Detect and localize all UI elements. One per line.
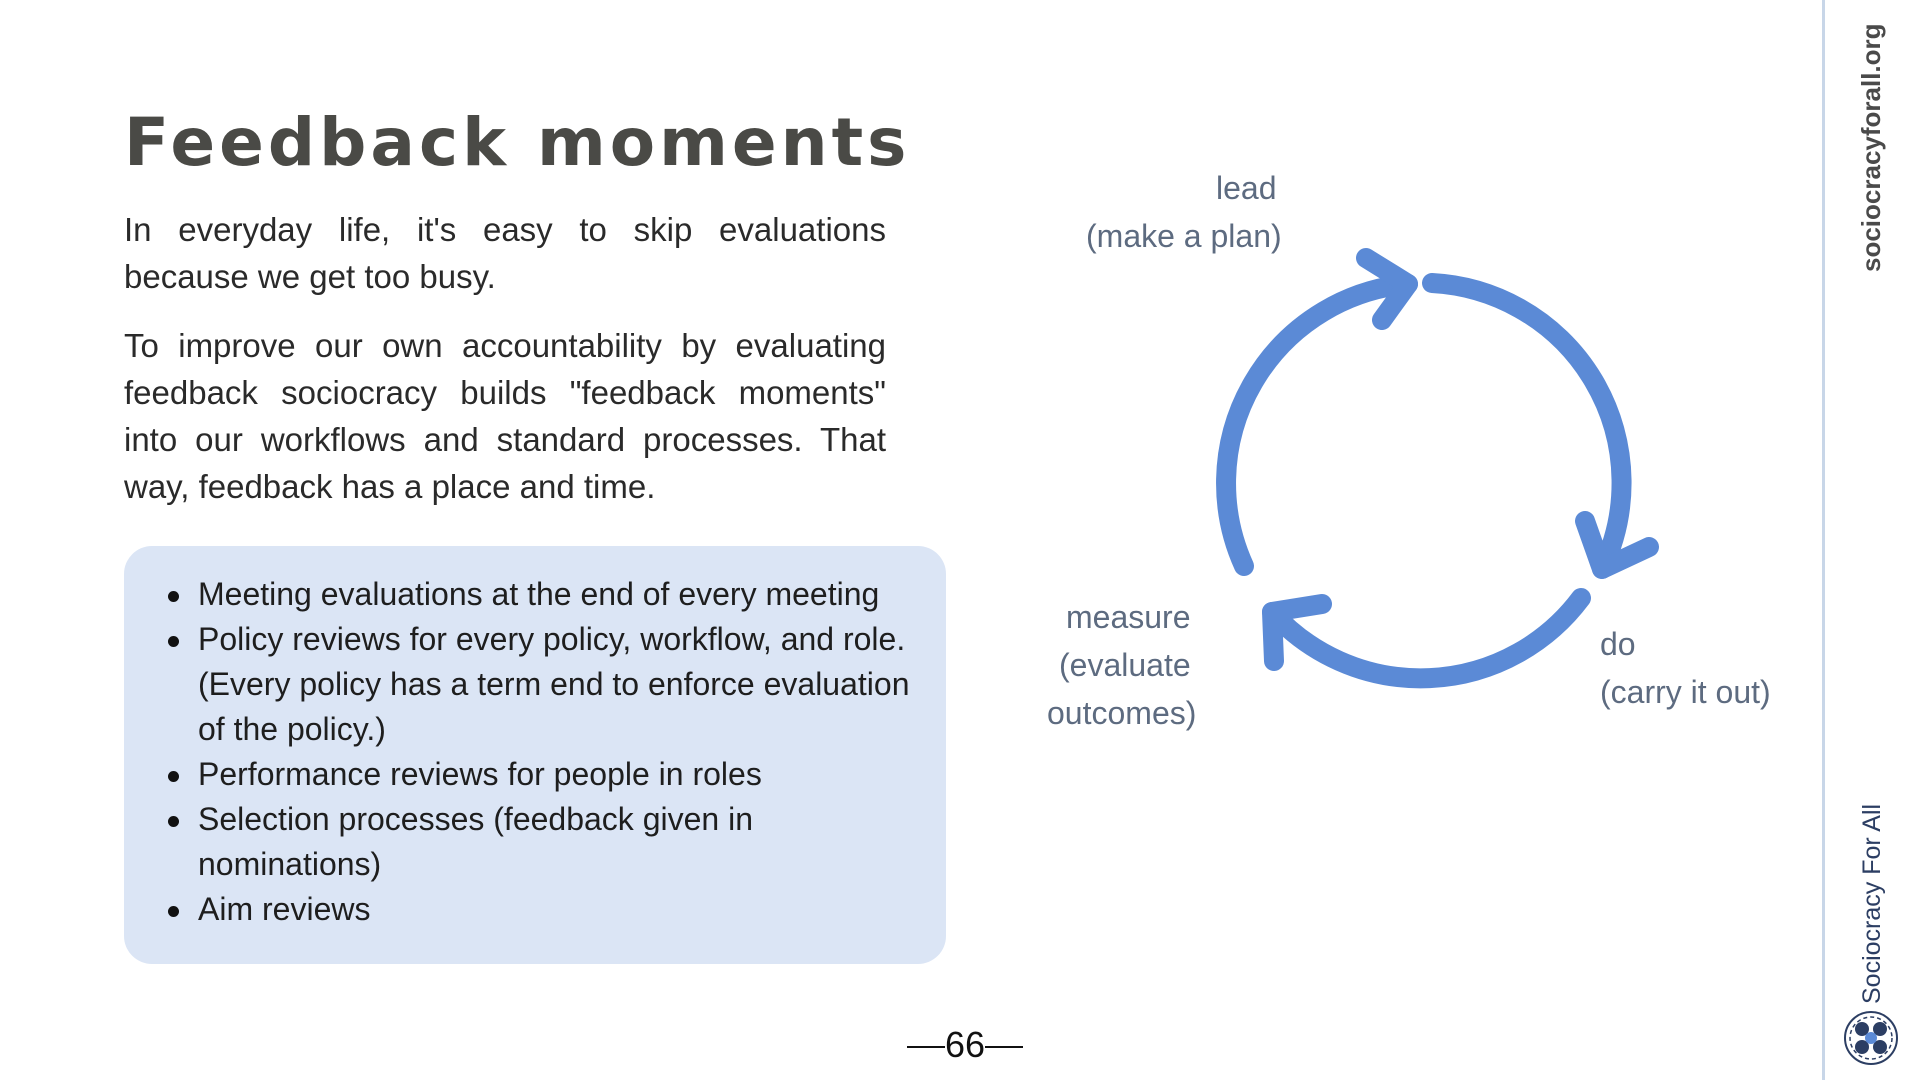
- cycle-diagram: [1216, 248, 1659, 689]
- intro-paragraph: In everyday life, it's easy to skip eval…: [124, 211, 886, 295]
- sidebar-divider: [1822, 0, 1825, 1080]
- page-number-value: 66: [944, 1024, 986, 1065]
- cycle-label-do: do: [1600, 626, 1636, 662]
- sociocracy-logo-icon: [1844, 1011, 1898, 1065]
- cycle-arrow-lead-to-do: [1422, 273, 1632, 579]
- list-item: Selection processes (feedback given in n…: [168, 797, 926, 887]
- arrowhead-measure-icon: [1262, 594, 1332, 671]
- page-title: Feedback moments: [124, 104, 911, 181]
- cycle-label-do-desc: (carry it out): [1600, 674, 1771, 710]
- sidebar-brand-name: Sociocracy For All: [1858, 803, 1886, 1004]
- list-item: Policy reviews for every policy, workflo…: [168, 617, 926, 752]
- list-item: Performance reviews for people in roles: [168, 752, 926, 797]
- arrowhead-lead-icon: [1356, 248, 1418, 330]
- feedback-moments-box: Meeting evaluations at the end of every …: [124, 546, 946, 964]
- arrowhead-do-icon: [1575, 511, 1659, 579]
- sidebar-website-url: sociocracyforall.org: [1856, 23, 1886, 272]
- cycle-arrow-measure-to-lead: [1216, 274, 1418, 576]
- page-number: 66: [900, 1024, 1030, 1066]
- cycle-label-lead: lead: [1216, 170, 1277, 206]
- accountability-paragraph: To improve our own accountability by eva…: [124, 327, 886, 505]
- cycle-arrow-do-to-measure: [1262, 588, 1591, 689]
- page-number-dash-right: [985, 1046, 1024, 1049]
- feedback-moments-list: Meeting evaluations at the end of every …: [168, 572, 926, 932]
- cycle-label-measure: measure: [1066, 599, 1191, 635]
- list-item: Aim reviews: [168, 887, 926, 932]
- list-item: Meeting evaluations at the end of every …: [168, 572, 926, 617]
- cycle-label-lead-desc: (make a plan): [1086, 218, 1282, 254]
- page-number-dash-left: [906, 1046, 945, 1049]
- cycle-label-measure-desc-2: outcomes): [1047, 695, 1197, 731]
- cycle-label-measure-desc-1: (evaluate: [1059, 647, 1191, 683]
